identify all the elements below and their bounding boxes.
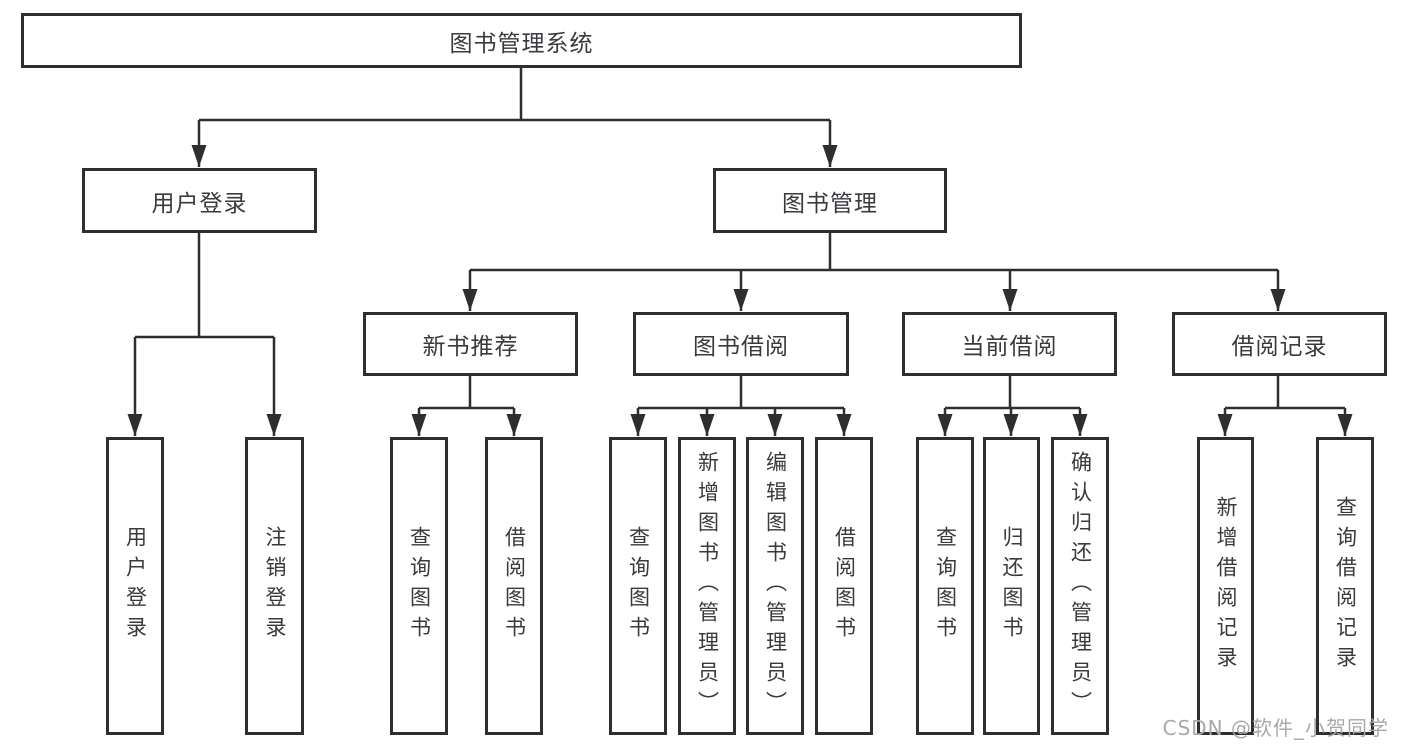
leaf-borrow-books: 借阅图书 [815, 437, 873, 735]
node-book-borrowing: 图书借阅 [633, 312, 849, 376]
leaf-query-books-borrow: 查询图书 [609, 437, 667, 735]
arrow-stubs [127, 120, 1353, 436]
leaf-query-books-recommend: 查询图书 [390, 437, 448, 735]
leaf-borrow-books-recommend: 借阅图书 [485, 437, 543, 735]
node-borrowing-records: 借阅记录 [1172, 312, 1387, 376]
leaf-confirm-return-admin: 确认归还（管理员） [1051, 437, 1109, 735]
node-new-book-recommendation: 新书推荐 [363, 312, 578, 376]
csdn-watermark: CSDN @软件_小贺同学 [1162, 716, 1389, 740]
leaf-add-borrow-record: 新增借阅记录 [1197, 437, 1254, 735]
leaf-user-login: 用户登录 [106, 437, 164, 735]
leaf-query-borrow-record: 查询借阅记录 [1316, 437, 1374, 735]
node-current-borrowing: 当前借阅 [902, 312, 1117, 376]
leaf-return-books: 归还图书 [983, 437, 1040, 735]
connector-skeleton [135, 68, 1345, 410]
node-book-management: 图书管理 [713, 168, 947, 233]
leaf-edit-books-admin: 编辑图书（管理员） [746, 437, 804, 735]
leaf-logout: 注销登录 [245, 437, 304, 735]
node-user-login: 用户登录 [82, 168, 317, 233]
node-library-management-system: 图书管理系统 [21, 13, 1022, 68]
leaf-add-books-admin: 新增图书（管理员） [678, 437, 736, 735]
leaf-query-books-current: 查询图书 [916, 437, 974, 735]
